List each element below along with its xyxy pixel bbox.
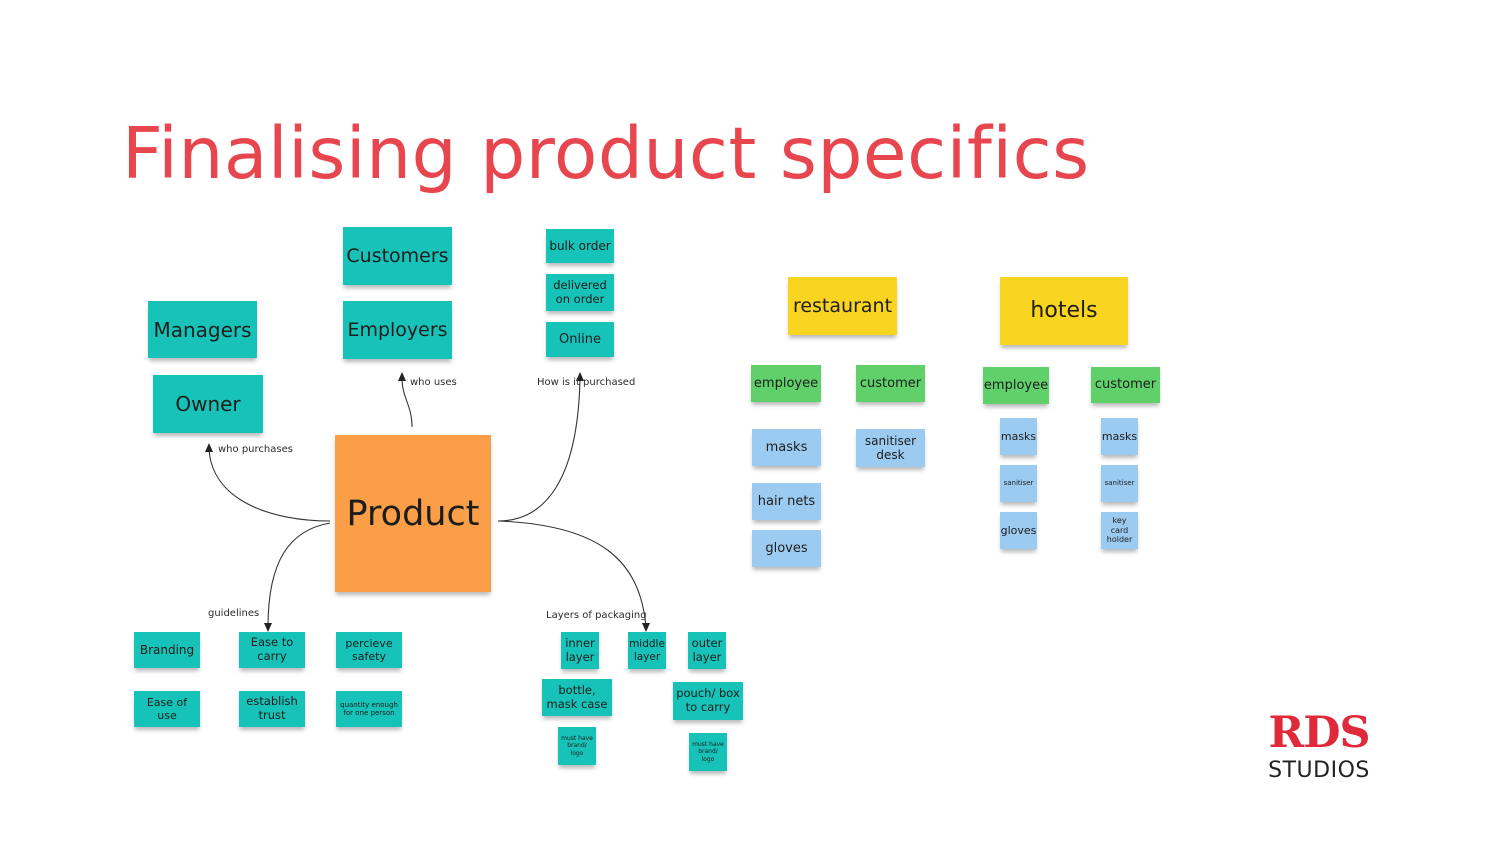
- arrowhead-guidelines: [264, 623, 272, 632]
- connector-packaging: [497, 520, 647, 628]
- note-middle-layer[interactable]: middle layer: [628, 632, 666, 669]
- slide-title: Finalising product specifics: [122, 112, 1090, 195]
- note-ease-to-carry[interactable]: Ease to carry: [239, 632, 305, 668]
- label-how-purchased: How is it purchased: [537, 377, 636, 388]
- note-restaurant-employee[interactable]: employee: [751, 365, 821, 402]
- note-restaurant-masks[interactable]: masks: [752, 429, 821, 466]
- note-hotels-employee-masks[interactable]: masks: [1000, 418, 1037, 455]
- connector-how-purchased: [497, 377, 581, 522]
- note-quantity-enough[interactable]: quantity enough for one person: [336, 691, 402, 727]
- note-delivered-on-order[interactable]: delivered on order: [546, 274, 614, 311]
- connector-who-uses: [401, 377, 413, 428]
- note-restaurant-hair-nets[interactable]: hair nets: [752, 483, 821, 520]
- note-bottle-mask-case[interactable]: bottle, mask case: [542, 679, 612, 716]
- note-restaurant-customer[interactable]: customer: [856, 365, 925, 402]
- note-ease-of-use[interactable]: Ease of use: [134, 691, 200, 727]
- note-bulk-order[interactable]: bulk order: [546, 229, 614, 263]
- note-hotels-customer-masks[interactable]: masks: [1101, 418, 1138, 455]
- product-center-note[interactable]: Product: [335, 435, 491, 592]
- note-restaurant[interactable]: restaurant: [788, 277, 897, 335]
- logo-brand: RDS: [1268, 708, 1370, 758]
- rds-studios-logo: RDS STUDIOS: [1262, 712, 1376, 786]
- label-who-uses: who uses: [410, 377, 457, 388]
- arrowhead-how-purchased: [576, 372, 584, 381]
- label-who-purchases: who purchases: [218, 444, 293, 455]
- note-employers[interactable]: Employers: [343, 301, 452, 359]
- note-pouch-box[interactable]: pouch/ box to carry: [673, 682, 743, 720]
- note-outer-layer[interactable]: outer layer: [688, 632, 726, 669]
- note-hotels-employee[interactable]: employee: [983, 367, 1049, 404]
- note-must-have-brand-right[interactable]: must have brand/ logo: [689, 733, 727, 771]
- note-hotels-employee-sanitiser[interactable]: sanitiser: [1000, 465, 1037, 502]
- label-layers-of-packaging: Layers of packaging: [546, 610, 647, 621]
- note-branding[interactable]: Branding: [134, 632, 200, 668]
- logo-sub: STUDIOS: [1268, 758, 1370, 783]
- connector-guidelines: [267, 522, 331, 628]
- connector-who-purchases: [208, 448, 331, 522]
- note-percieve-safety[interactable]: percieve safety: [336, 632, 402, 668]
- note-hotels-employee-gloves[interactable]: gloves: [1000, 512, 1037, 549]
- note-hotels-customer[interactable]: customer: [1091, 367, 1160, 403]
- note-restaurant-sanitiser-desk[interactable]: sanitiser desk: [856, 429, 925, 467]
- note-must-have-brand-left[interactable]: must have brand/ logo: [558, 727, 596, 765]
- note-owner[interactable]: Owner: [153, 375, 263, 433]
- label-guidelines: guidelines: [208, 608, 260, 619]
- note-online[interactable]: Online: [546, 322, 614, 357]
- note-establish-trust[interactable]: establish trust: [239, 691, 305, 727]
- note-restaurant-gloves[interactable]: gloves: [752, 530, 821, 567]
- note-managers[interactable]: Managers: [148, 301, 257, 358]
- note-hotels[interactable]: hotels: [1000, 277, 1128, 345]
- note-customers[interactable]: Customers: [343, 227, 452, 285]
- arrowhead-who-purchases: [205, 443, 213, 452]
- note-inner-layer[interactable]: inner layer: [561, 632, 599, 669]
- arrowhead-who-uses: [398, 372, 406, 381]
- arrowhead-packaging: [642, 623, 650, 632]
- note-hotels-customer-key-card-holder[interactable]: key card holder: [1101, 512, 1138, 549]
- note-hotels-customer-sanitiser[interactable]: sanitiser: [1101, 465, 1138, 502]
